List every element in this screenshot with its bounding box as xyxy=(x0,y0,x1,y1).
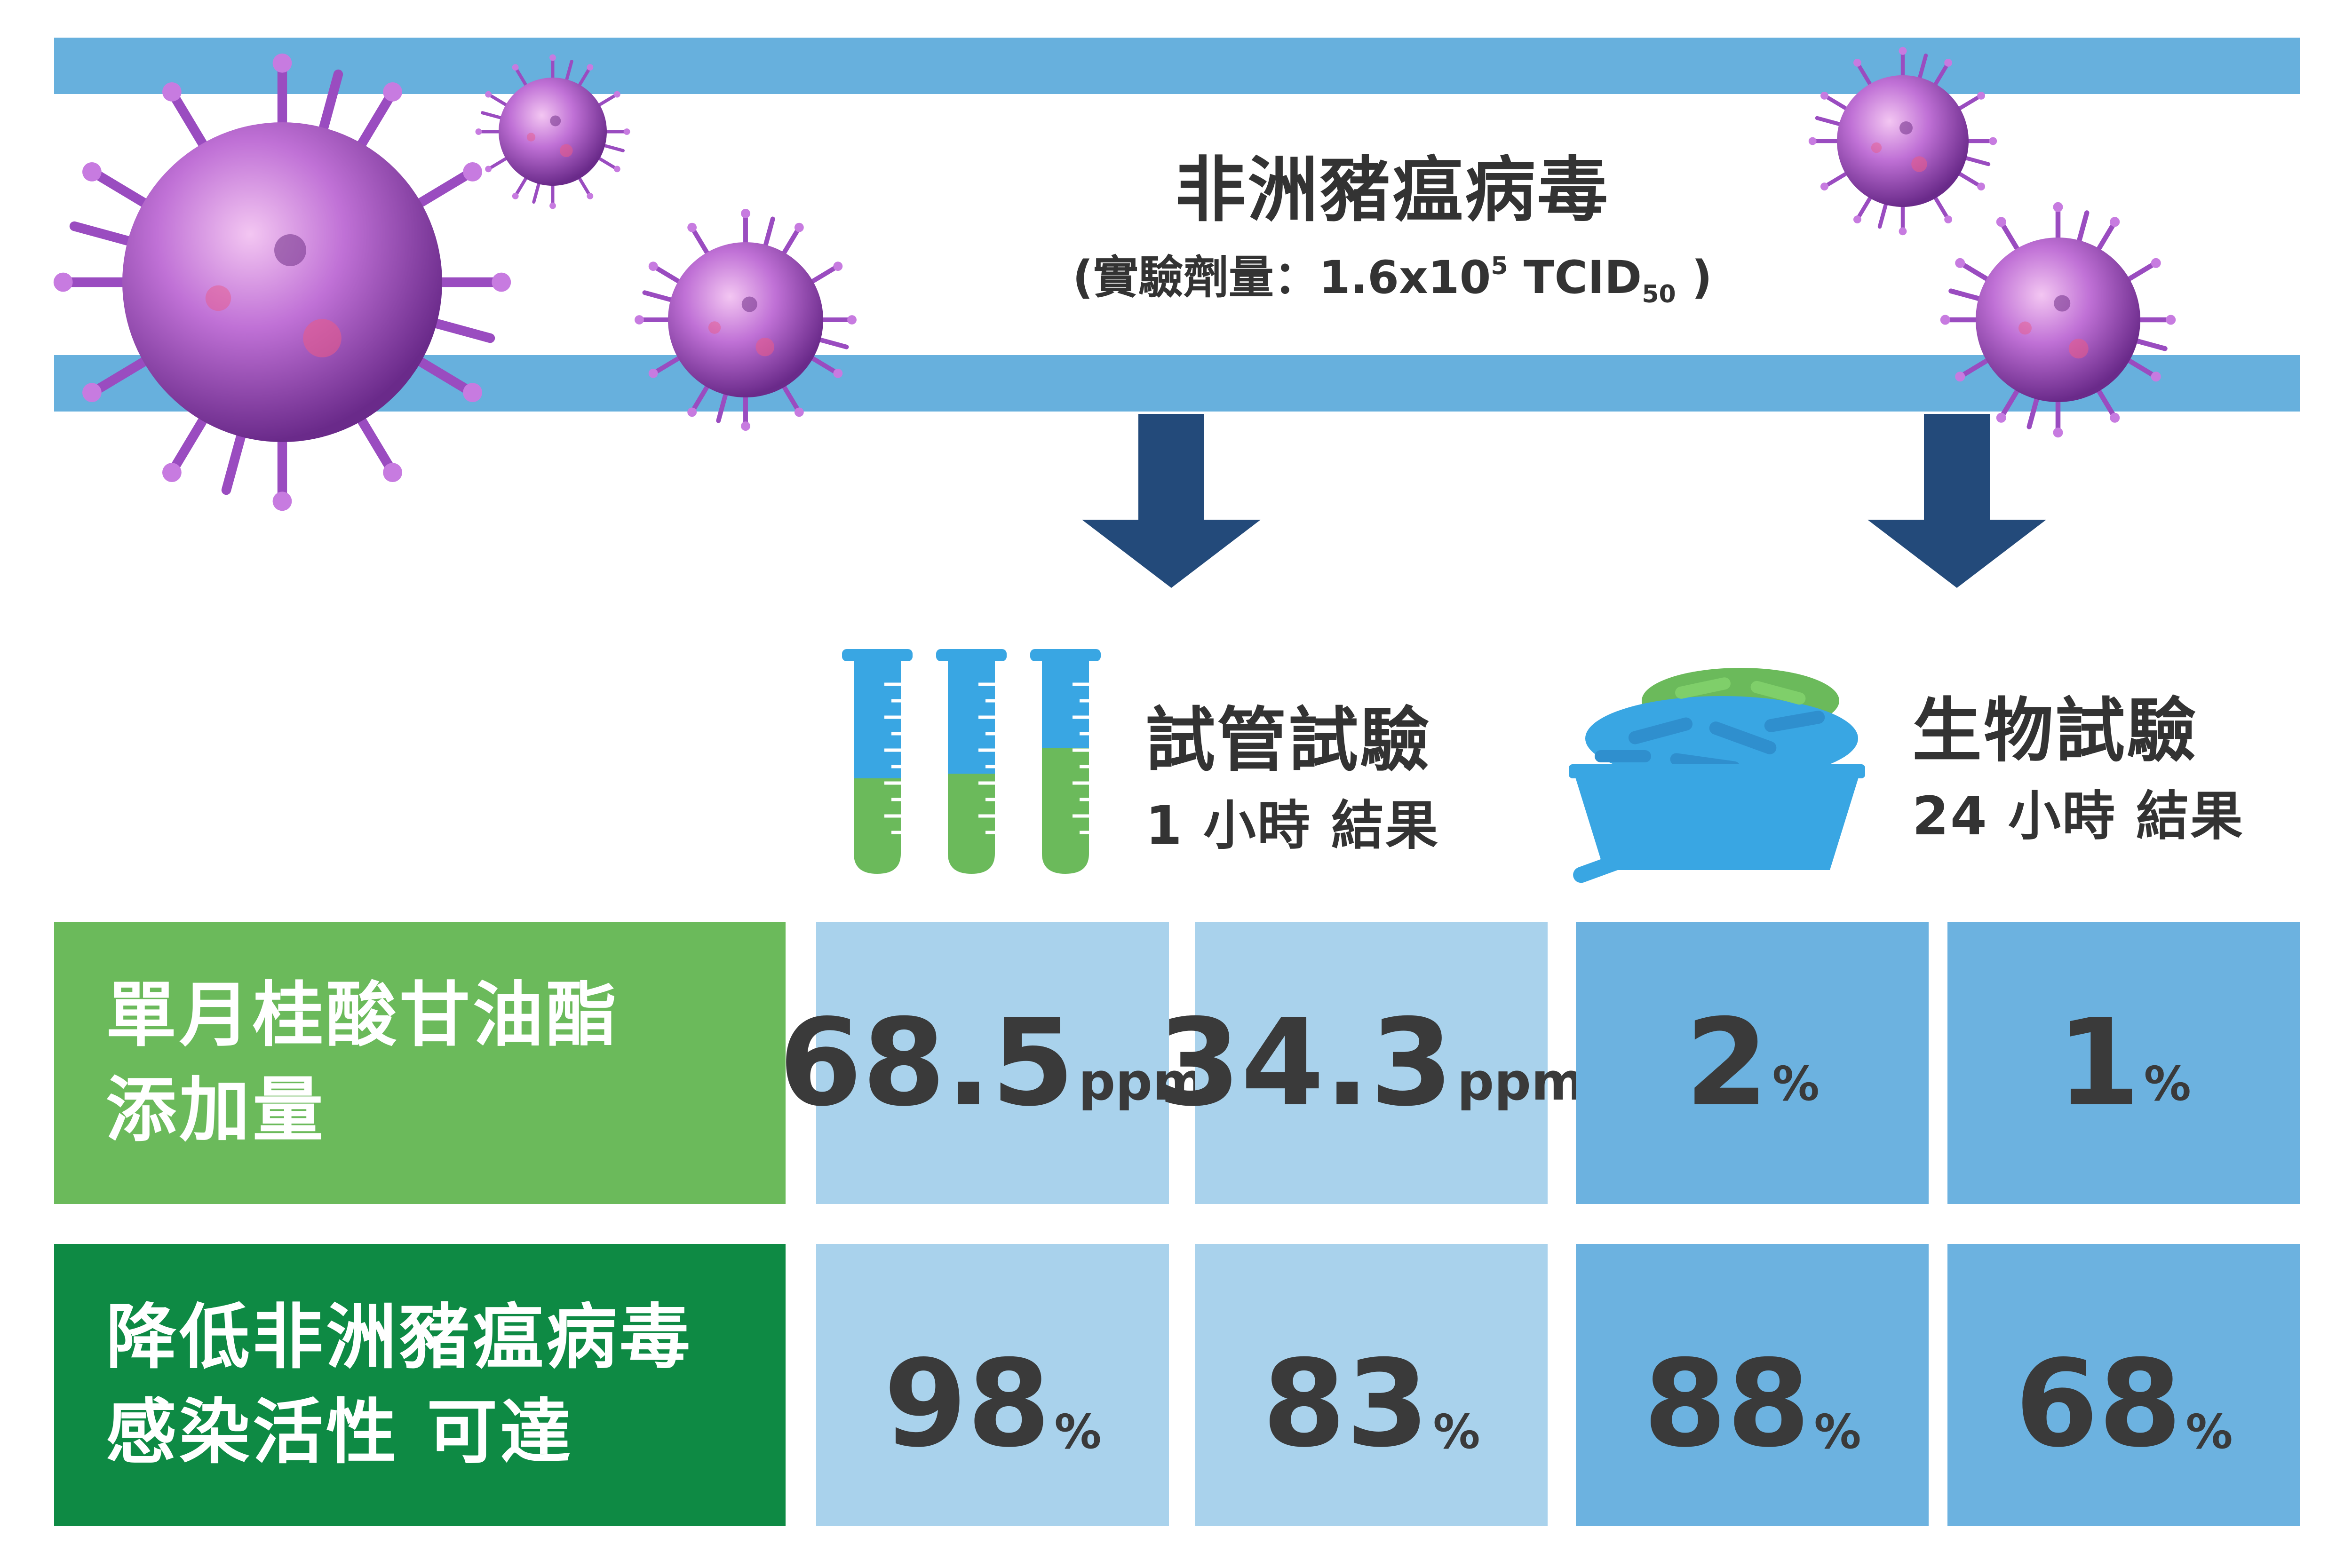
cell-value: 1 xyxy=(2057,993,2140,1133)
cell-unit: % xyxy=(1433,1404,1480,1459)
dosage-label-line2: 添加量 xyxy=(106,1069,326,1151)
cell-unit: ppm xyxy=(1457,1052,1585,1112)
down-arrow-icon xyxy=(1867,414,2046,588)
test-tube-icon xyxy=(842,649,1101,874)
cell-unit: % xyxy=(1772,1056,1820,1111)
dosage-cell-bio-1: 2% xyxy=(1576,922,1929,1204)
reduction-cell-tube-1: 98% xyxy=(816,1244,1169,1526)
bio-test-result: 24 小時 結果 xyxy=(1912,786,2244,847)
reduction-row-label: 降低非洲豬瘟病毒 感染活性 可達 xyxy=(54,1244,786,1526)
cell-unit: % xyxy=(2144,1056,2191,1111)
cell-value: 68 xyxy=(2015,1334,2182,1474)
tube-test-title: 試管試驗 xyxy=(1145,700,1431,781)
dosage-note-exponent: 5 xyxy=(1491,252,1508,280)
page-title: 非洲豬瘟病毒 xyxy=(1175,150,1610,231)
cell-value: 98 xyxy=(883,1334,1051,1474)
cell-unit: % xyxy=(1814,1404,1861,1459)
cell-value: 88 xyxy=(1643,1334,1811,1474)
cell-unit: % xyxy=(2185,1404,2233,1459)
dosage-cell-bio-2: 1% xyxy=(1947,922,2300,1204)
cell-value: 2 xyxy=(1685,993,1769,1133)
virus-icon xyxy=(476,55,630,209)
cell-value: 83 xyxy=(1262,1334,1430,1474)
header: 非洲豬瘟病毒 (實驗劑量：1.6x105 TCID50 ) xyxy=(1035,155,1750,307)
cell-value: 68.5 xyxy=(779,993,1075,1133)
reduction-cell-tube-2: 83% xyxy=(1195,1244,1548,1526)
feed-trough-icon xyxy=(1569,668,1865,883)
tube-test-result: 1 小時 結果 xyxy=(1145,795,1439,856)
dosage-note-suffix: ) xyxy=(1676,251,1713,304)
dosage-note: (實驗劑量：1.6x105 TCID50 ) xyxy=(1035,254,1750,307)
reduction-label-line1: 降低非洲豬瘟病毒 xyxy=(106,1296,693,1378)
cell-value: 34.3 xyxy=(1157,993,1454,1133)
dosage-row-label: 單月桂酸甘油酯 添加量 xyxy=(54,922,786,1204)
cell-unit: % xyxy=(1054,1404,1102,1459)
reduction-label-line2: 感染活性 可達 xyxy=(106,1392,574,1473)
virus-icon xyxy=(1809,47,1997,235)
reduction-cell-bio-2: 68% xyxy=(1947,1244,2300,1526)
virus-icon xyxy=(1940,202,2176,438)
dosage-note-unit: TCID xyxy=(1508,251,1642,304)
down-arrow-icon xyxy=(1082,414,1261,588)
dosage-note-subscript: 50 xyxy=(1642,280,1676,309)
reduction-cell-bio-1: 88% xyxy=(1576,1244,1929,1526)
dosage-note-prefix: (實驗劑量：1.6x10 xyxy=(1072,251,1491,304)
virus-icon xyxy=(635,209,857,431)
cell-unit: ppm xyxy=(1078,1052,1207,1112)
virus-icon xyxy=(54,54,511,511)
bio-test-title: 生物試驗 xyxy=(1912,690,2198,771)
dosage-label-line1: 單月桂酸甘油酯 xyxy=(106,974,620,1056)
